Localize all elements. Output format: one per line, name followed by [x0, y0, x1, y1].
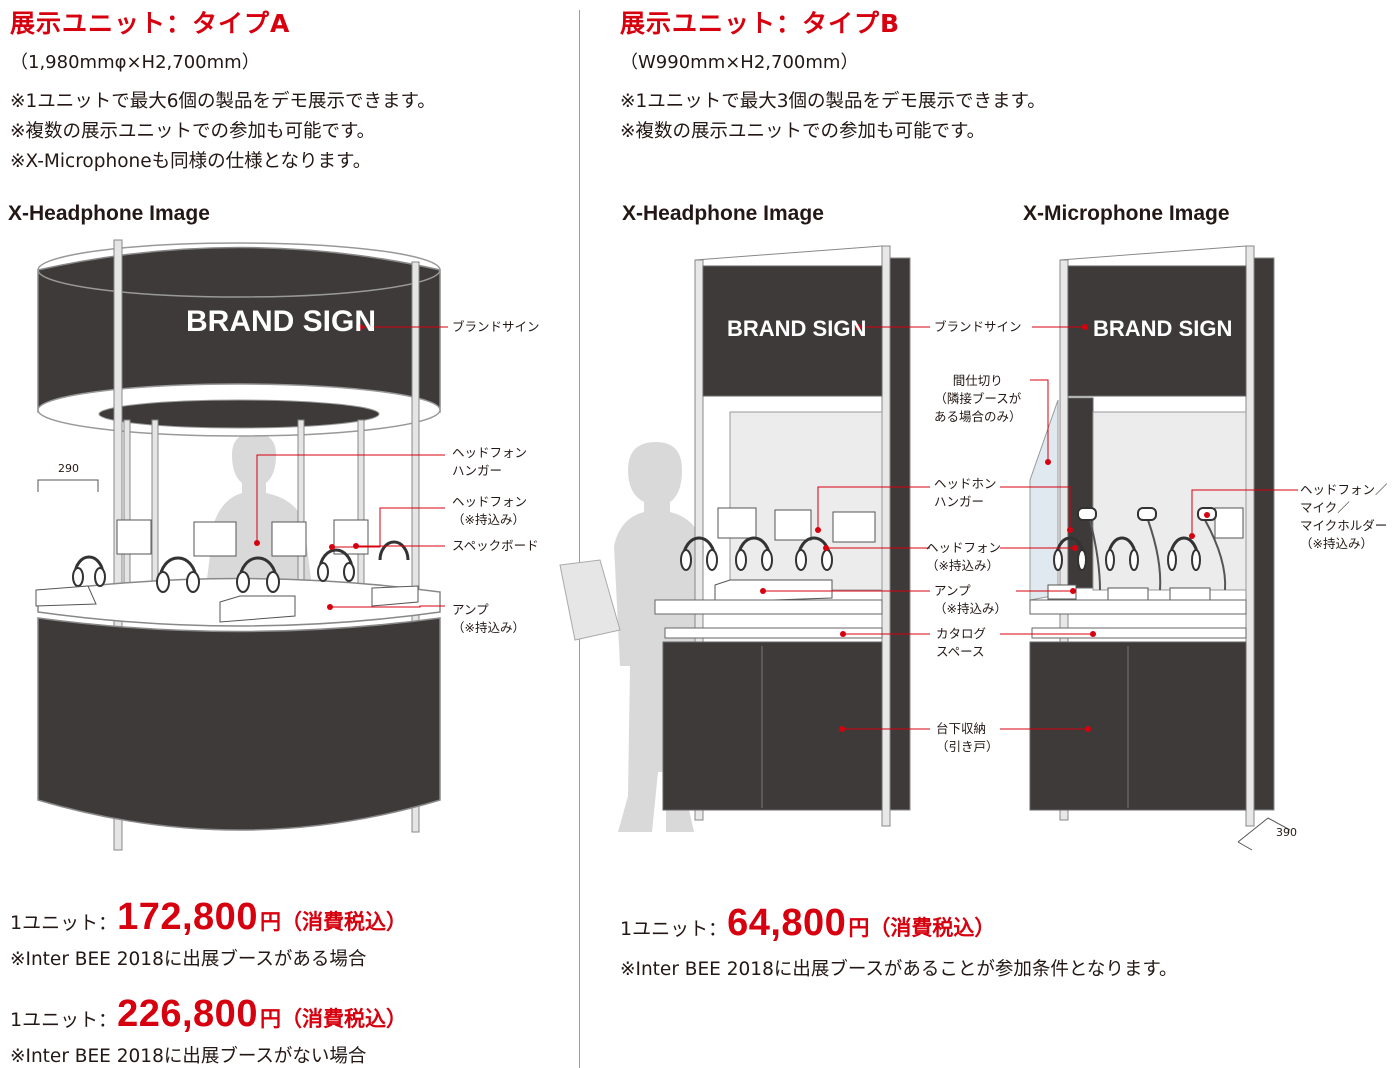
- type-a-yen-2: 円: [259, 1007, 281, 1031]
- type-a-image-label: X-Headphone Image: [8, 202, 210, 225]
- type-b-yen: 円: [848, 916, 870, 940]
- type-b-tax: （消費税込）: [869, 916, 996, 940]
- type-a-note-2: ※複数の展示ユニットでの参加も可能です。: [10, 121, 376, 142]
- type-a-yen-1: 円: [259, 910, 281, 934]
- type-b-condition: ※Inter BEE 2018に出展ブースがあることが参加条件となります。: [620, 959, 1178, 980]
- type-b-price: 64,800: [727, 902, 847, 944]
- type-a-price-1: 172,800: [117, 896, 258, 938]
- type-b-microphone-brand-sign: BRAND SIGN: [1093, 316, 1233, 341]
- type-b-dimensions: （W990mm×H2,700mm）: [620, 52, 859, 73]
- type-a-tax-1: （消費税込）: [280, 910, 407, 934]
- type-a-callout-amp: アンプ （※持込み）: [452, 602, 525, 635]
- type-b-callout-partition: 間仕切り （隣接ブースが ある場合のみ）: [934, 373, 1022, 424]
- type-a-callout-brand: ブランドサイン: [452, 319, 540, 334]
- type-b-callout-hanger: ヘッドホン ハンガー: [934, 476, 997, 509]
- type-b-callout-headphone: ヘッドフォン （※持込み）: [926, 540, 1002, 573]
- type-b-microphone-image-label: X-Microphone Image: [1023, 202, 1230, 225]
- type-b-dim-390: 390: [1276, 826, 1297, 839]
- type-b-headphone-brand-sign: BRAND SIGN: [727, 316, 867, 341]
- type-a-dimensions: （1,980mmφ×H2,700mm）: [10, 52, 260, 73]
- type-a-tax-2: （消費税込）: [280, 1007, 407, 1031]
- type-b-callout-brand: ブランドサイン: [934, 319, 1022, 334]
- type-a-title: 展示ユニット：タイプA: [10, 9, 291, 38]
- type-a-price-row-1: 1ユニット：172,800円（消費税込）: [10, 896, 407, 939]
- type-b-headphone-image-label: X-Headphone Image: [622, 202, 824, 225]
- type-a-condition-2: ※Inter BEE 2018に出展ブースがない場合: [10, 1046, 367, 1067]
- type-a-note-1: ※1ユニットで最大6個の製品をデモ展示できます。: [10, 91, 436, 112]
- type-a-person-silhouette: [204, 433, 314, 603]
- type-a-price-2: 226,800: [117, 993, 258, 1035]
- type-b-unit-label: 1ユニット：: [620, 918, 728, 940]
- type-b-callout-catalog: カタログ スペース: [936, 626, 987, 659]
- type-b-headphone-booth-illustration: [559, 245, 930, 832]
- type-a-price-row-2: 1ユニット：226,800円（消費税込）: [10, 993, 407, 1036]
- type-a-condition-1: ※Inter BEE 2018に出展ブースがある場合: [10, 949, 367, 970]
- type-b-note-2: ※複数の展示ユニットでの参加も可能です。: [620, 121, 986, 142]
- type-b-microphone-booth-illustration: [1000, 245, 1298, 851]
- type-a-unit-label-2: 1ユニット：: [10, 1009, 118, 1031]
- type-a-callout-hanger: ヘッドフォン ハンガー: [452, 445, 528, 478]
- type-b-callout-amp: アンプ （※持込み）: [934, 583, 1007, 616]
- type-a-counter-body: [37, 617, 441, 831]
- type-b-callout-storage: 台下収納 （引き戸）: [936, 721, 999, 754]
- type-b-note-1: ※1ユニットで最大3個の製品をデモ展示できます。: [620, 91, 1046, 112]
- type-a-note-3: ※X-Microphoneも同様の仕様となります。: [10, 151, 372, 172]
- type-a-dim-290: 290: [58, 462, 79, 475]
- type-b-callout-mic: ヘッドフォン／ マイク／ マイクホルダー （※持込み）: [1300, 482, 1388, 551]
- type-a-brand-sign: BRAND SIGN: [186, 305, 377, 338]
- type-a-booth-illustration: [35, 239, 448, 851]
- type-b-title: 展示ユニット：タイプB: [620, 9, 901, 38]
- type-a-callout-headphone: ヘッドフォン （※持込み）: [452, 494, 528, 527]
- column-divider: [579, 10, 580, 1068]
- type-a-callout-spec: スペックボード: [452, 538, 539, 553]
- type-a-unit-label-1: 1ユニット：: [10, 912, 118, 934]
- type-b-price-row: 1ユニット：64,800円（消費税込）: [620, 902, 995, 945]
